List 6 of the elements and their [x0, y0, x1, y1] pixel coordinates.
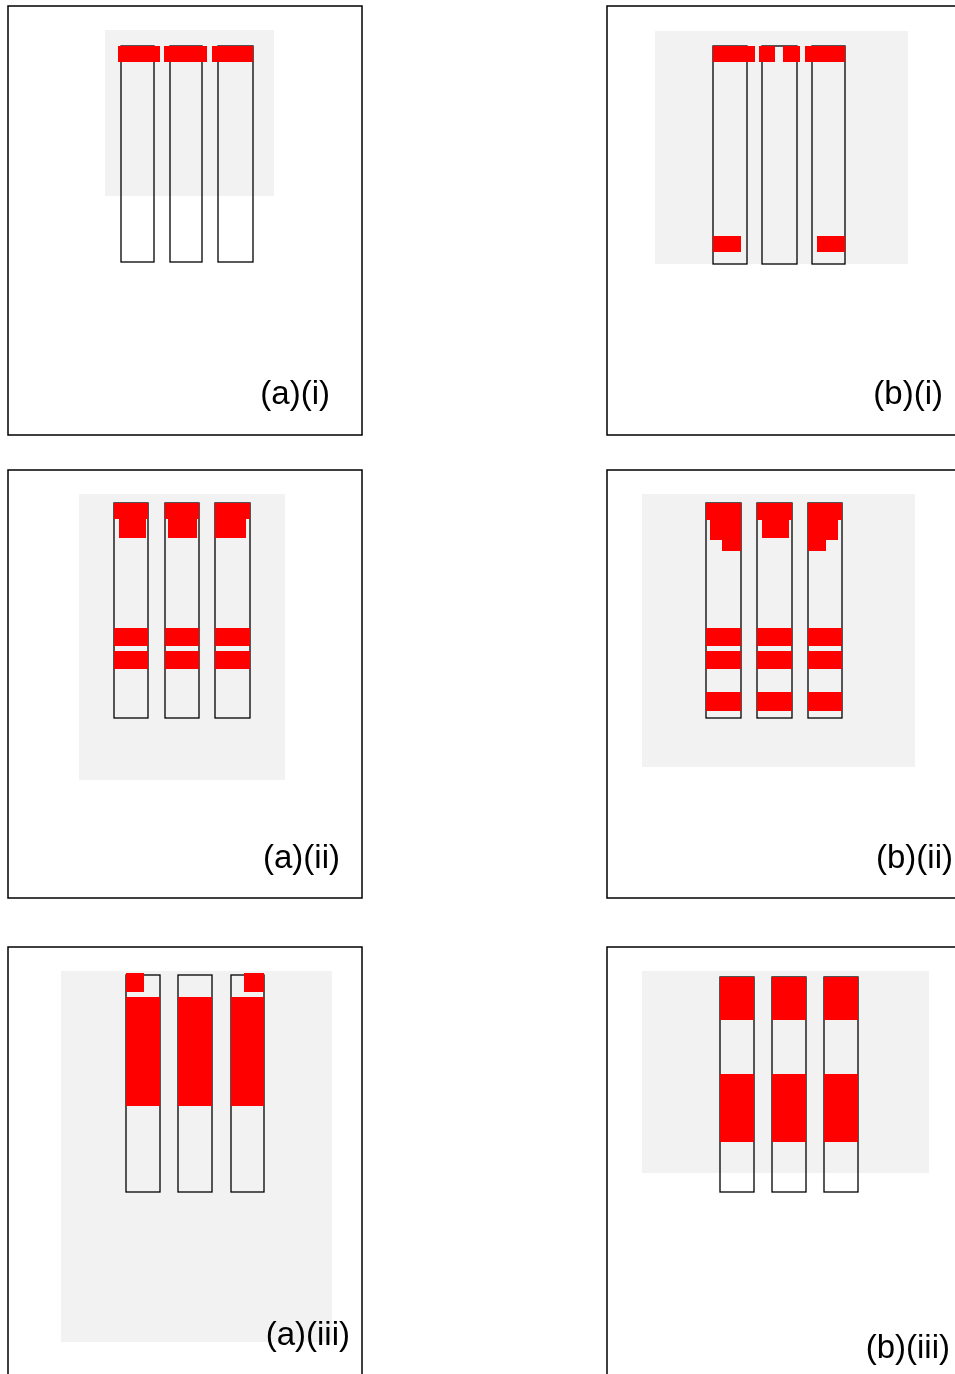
panel-label: (a)(i) [260, 376, 330, 409]
panel-label: (b)(ii) [876, 840, 953, 873]
panel-label: (b)(iii) [865, 1330, 950, 1363]
panel-label: (a)(iii) [265, 1317, 350, 1350]
panel-label: (a)(ii) [263, 840, 340, 873]
panel-label: (b)(i) [873, 376, 943, 409]
